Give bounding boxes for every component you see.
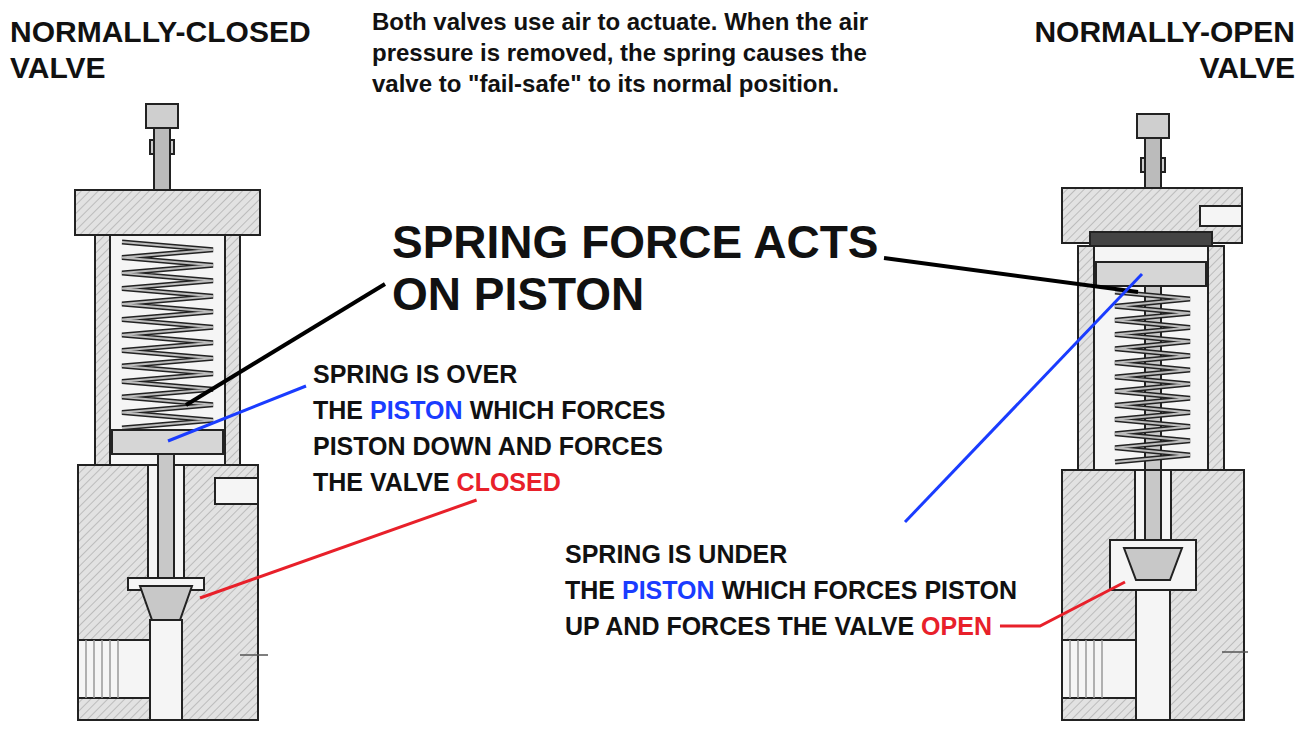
- cylinder-bore: [1094, 246, 1208, 470]
- callout-text: CLOSED: [457, 468, 561, 496]
- center-mark: [240, 654, 268, 656]
- cylinder-cap: [75, 190, 260, 235]
- valve-heading: NORMALLY-CLOSED VALVE: [10, 15, 311, 84]
- air-port: [215, 478, 258, 504]
- inlet-port: [1062, 640, 1136, 698]
- leader-line: [884, 258, 1138, 292]
- spring-coil: [122, 242, 213, 428]
- valve-heading-block: NORMALLY-OPEN VALVE: [935, 14, 1295, 86]
- callout-text: PISTON: [370, 396, 463, 424]
- open-valve: [1062, 114, 1248, 720]
- callout-text-block: SPRING IS OVER THEPISTONWHICH FORCES PIS…: [313, 356, 713, 500]
- callout-text: OPEN: [921, 612, 992, 640]
- callout-text: PISTON: [622, 576, 715, 604]
- note-text: Both valves use air to actuate. When the…: [372, 8, 868, 97]
- valve-plug: [140, 586, 192, 620]
- valve-body: [1062, 470, 1244, 720]
- cylinder-wall: [1078, 246, 1224, 470]
- leader-line: [200, 500, 477, 598]
- valve-stem: [158, 454, 174, 586]
- valve-plug: [1124, 548, 1182, 580]
- valve-heading: NORMALLY-OPEN VALVE: [1034, 15, 1295, 84]
- valve-heading-block: NORMALLY-CLOSED VALVE: [10, 14, 355, 86]
- cylinder-bore: [110, 235, 225, 465]
- port-thread: [1070, 640, 1102, 698]
- bolt-head: [1137, 114, 1169, 138]
- stop-plate: [1090, 232, 1212, 246]
- callout-heading: SPRING FORCE ACTS ON PISTON: [392, 216, 878, 320]
- spring-coil: [1115, 292, 1190, 462]
- bolt-head: [146, 104, 178, 128]
- valve-stem: [1145, 470, 1161, 550]
- piston: [112, 430, 223, 454]
- port-thread: [86, 640, 118, 698]
- air-port: [1200, 206, 1242, 226]
- piston: [1096, 262, 1206, 286]
- leader-line: [905, 274, 1142, 522]
- cylinder-wall: [95, 235, 240, 465]
- spring-highlight: [122, 242, 213, 428]
- flow-channel: [1136, 590, 1170, 720]
- callout-heading-block: SPRING FORCE ACTS ON PISTON: [392, 216, 887, 320]
- leader-line: [1000, 582, 1125, 626]
- inlet-port: [78, 640, 150, 698]
- note-text-block: Both valves use air to actuate. When the…: [372, 6, 920, 99]
- spring-highlight: [1115, 292, 1190, 462]
- adjust-rod: [154, 128, 170, 190]
- callout-text-block: SPRING IS UNDER THEPISTONWHICH FORCES PI…: [565, 536, 1035, 644]
- flow-channel: [150, 620, 182, 720]
- center-mark: [1222, 651, 1248, 653]
- leader-line: [168, 386, 306, 441]
- leader-group: [200, 500, 1125, 626]
